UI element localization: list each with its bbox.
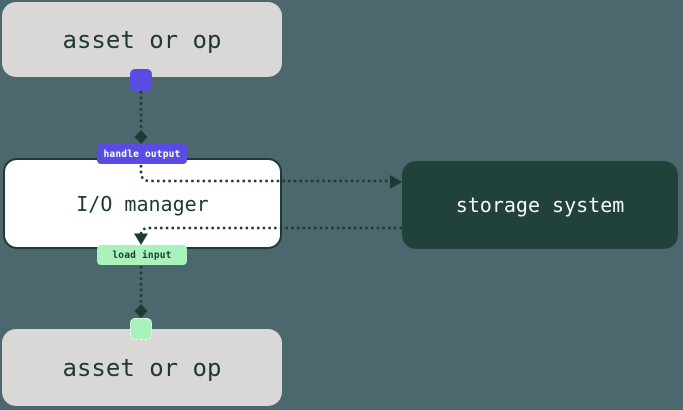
arrowhead-diamond-top-icon	[134, 130, 148, 144]
arrowhead-right-storage-icon	[390, 175, 402, 189]
node-asset-top: asset or op	[2, 2, 282, 77]
node-asset-bottom: asset or op	[2, 329, 282, 406]
handle-output-badge: handle output	[97, 144, 187, 164]
node-asset-top-label: asset or op	[62, 25, 222, 54]
node-asset-bottom-label: asset or op	[62, 353, 222, 382]
node-storage-system: storage system	[402, 161, 678, 249]
node-storage-system-label: storage system	[455, 193, 625, 217]
output-handle-icon	[130, 69, 152, 91]
load-input-badge: load input	[97, 245, 187, 265]
node-io-manager-label: I/O manager	[76, 191, 209, 216]
arrowhead-diamond-bottom-icon	[134, 304, 148, 318]
input-handle-icon	[130, 318, 152, 340]
node-io-manager: I/O manager	[3, 158, 282, 249]
